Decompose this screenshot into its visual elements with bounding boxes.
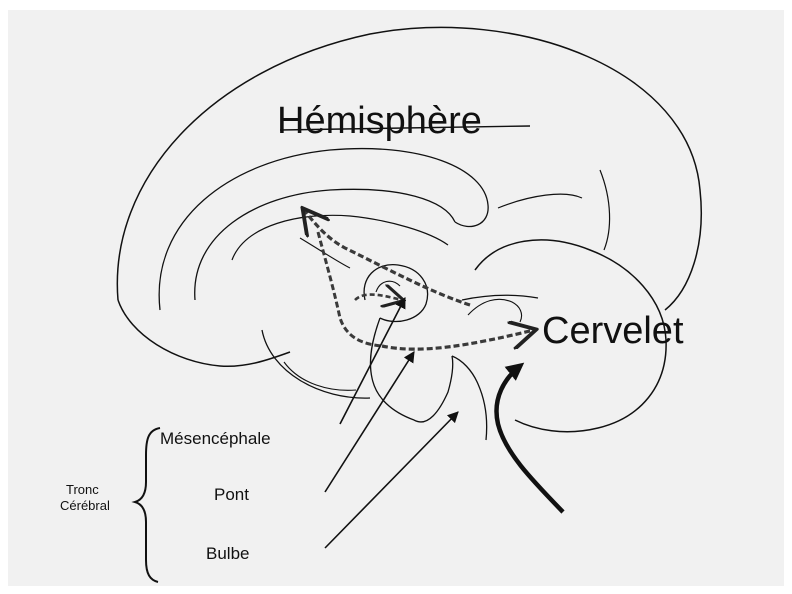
- pons-bulge: [414, 356, 453, 422]
- dashed-path-thalamus: [355, 295, 402, 300]
- label-medulla: Bulbe: [206, 545, 249, 562]
- temporal-lobe-lower: [284, 362, 356, 390]
- thalamus-inner: [376, 281, 400, 292]
- hemisphere-base-outline: [118, 300, 290, 366]
- label-brainstem-line2: Cérébral: [60, 499, 110, 512]
- arrow-medulla: [325, 412, 458, 548]
- sulcus-line-1: [498, 194, 582, 208]
- brainstem-front-outline: [370, 318, 414, 420]
- dashed-path-to-hemisphere: [304, 210, 470, 305]
- dashed-path-left-descending: [318, 232, 382, 346]
- label-hemisphere: Hémisphère: [277, 102, 482, 140]
- fornix-arc: [232, 215, 448, 260]
- dashed-path-to-cerebellum: [382, 330, 534, 349]
- label-brainstem-line1: Tronc: [66, 483, 99, 496]
- corpus-callosum-outer: [159, 149, 488, 310]
- arrow-midbrain: [340, 298, 405, 424]
- label-pons: Pont: [214, 486, 249, 503]
- brainstem-brace: [135, 428, 160, 582]
- label-midbrain: Mésencéphale: [160, 430, 271, 447]
- cerebellum-fold: [468, 299, 522, 322]
- temporal-lobe-outline: [262, 330, 370, 398]
- arrow-bold-to-cerebellum: [497, 366, 563, 512]
- brainstem-back-outline: [452, 356, 487, 440]
- sulcus-line-2: [600, 170, 610, 250]
- thalamus-outline: [364, 265, 427, 322]
- label-cerebellum: Cervelet: [542, 312, 684, 350]
